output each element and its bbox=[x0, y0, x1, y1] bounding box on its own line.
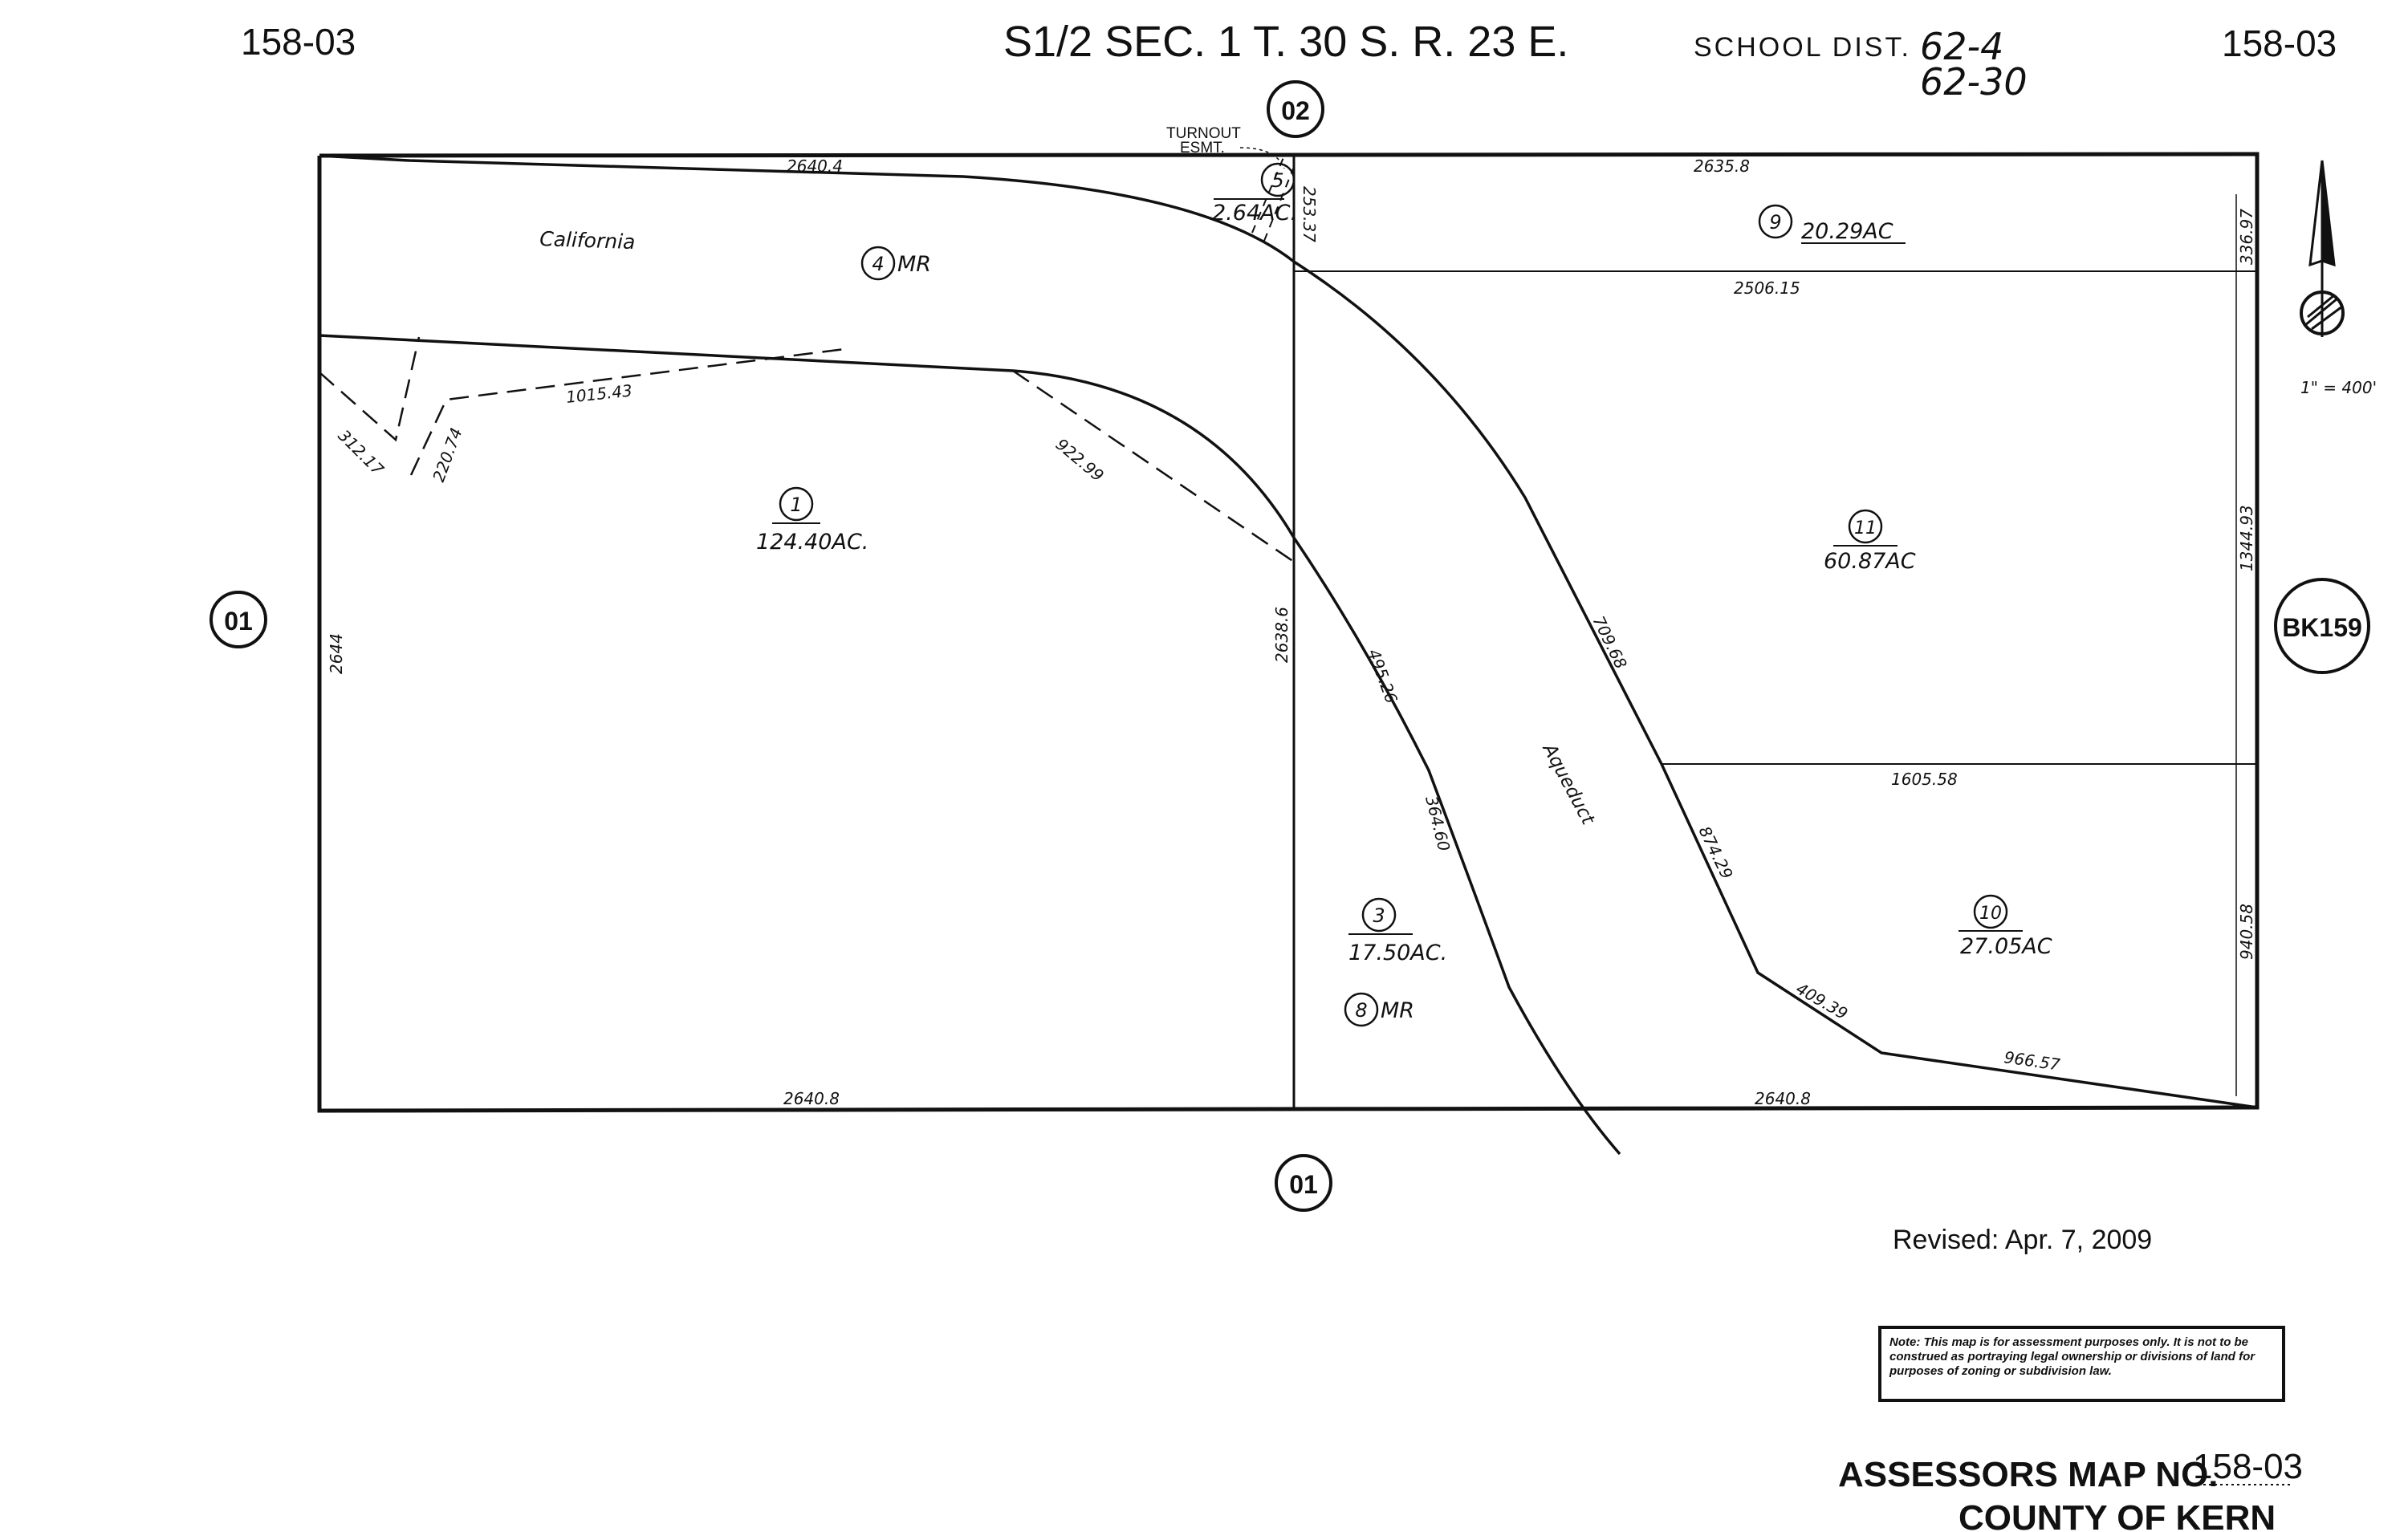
dim-p10-top: 1605.58 bbox=[1891, 770, 1958, 789]
parcel-9[interactable]: 9 20.29AC bbox=[1758, 204, 1906, 244]
dim-p9-bottom: 2506.15 bbox=[1734, 278, 1800, 298]
section-title: S1/2 SEC. 1 T. 30 S. R. 23 E. bbox=[1003, 18, 1568, 66]
dim-1015: 1015.43 bbox=[565, 380, 633, 407]
parcel-8[interactable]: 8 MR bbox=[1344, 992, 1414, 1027]
parcel-3-acres: 17.50AC. bbox=[1348, 941, 1447, 965]
county-name: COUNTY OF KERN bbox=[1959, 1498, 2276, 1532]
parcel-11-number: 11 bbox=[1854, 518, 1877, 538]
parcel-11[interactable]: 11 60.87AC bbox=[1824, 509, 1916, 574]
easement-label-1: TURNOUT bbox=[1166, 125, 1241, 142]
parcel-10[interactable]: 10 27.05AC bbox=[1959, 894, 2052, 959]
easement-lines bbox=[319, 155, 1295, 563]
parcel-9-acres: 20.29AC bbox=[1801, 219, 1893, 244]
california-label: California bbox=[539, 227, 636, 254]
parcel-1-acres: 124.40AC. bbox=[756, 530, 868, 555]
school-district-label: SCHOOL DIST. bbox=[1694, 32, 1911, 63]
parcel-9-number: 9 bbox=[1769, 211, 1781, 234]
parcel-5-number: 5 bbox=[1271, 169, 1283, 192]
parcel-5[interactable]: 5 2.64AC. bbox=[1212, 162, 1297, 226]
revised-date: Revised: Apr. 7, 2009 bbox=[1893, 1225, 2152, 1255]
map-number-right: 158-03 bbox=[2222, 22, 2337, 64]
parcel-8-number: 8 bbox=[1355, 999, 1367, 1022]
dim-495: 495.26 bbox=[1364, 647, 1401, 706]
adjacent-map-bottom-label: 01 bbox=[1289, 1170, 1318, 1199]
map-scale: 1" = 400' bbox=[2300, 378, 2377, 397]
dim-922: 922.99 bbox=[1052, 434, 1108, 485]
disclaimer-text: Note: This map is for assessment purpose… bbox=[1889, 1335, 2255, 1378]
assessors-map-number: 158-03 bbox=[2193, 1447, 2303, 1486]
disclaimer-note: Note: This map is for assessment purpose… bbox=[1878, 1326, 2285, 1402]
parcel-11-acres: 60.87AC bbox=[1824, 549, 1916, 574]
adjacent-map-top[interactable]: 02 bbox=[1267, 80, 1324, 138]
parcel-5-acres: 2.64AC. bbox=[1212, 201, 1297, 226]
adjacent-map-right[interactable]: BK159 bbox=[2274, 578, 2370, 674]
dim-right-top: 336.97 bbox=[2237, 209, 2256, 265]
parcel-8-tag: MR bbox=[1381, 998, 1414, 1023]
assessors-map-label: ASSESSORS MAP NO. bbox=[1838, 1455, 2219, 1494]
dim-center-line: 2638.6 bbox=[1272, 607, 1291, 663]
parcel-1-number: 1 bbox=[790, 494, 802, 516]
dim-966: 966.57 bbox=[2003, 1047, 2061, 1075]
easement-label-2: ESMT. bbox=[1180, 140, 1225, 156]
dim-312: 312.17 bbox=[334, 426, 388, 480]
dimension-labels: 2640.4 2635.8 2640.8 2640.8 2644 2638.6 … bbox=[327, 156, 2256, 1108]
adjacent-map-right-label: BK159 bbox=[2282, 613, 2362, 642]
school-district-2: 62-30 bbox=[1920, 60, 2028, 104]
dim-left-side: 2644 bbox=[327, 633, 346, 674]
dim-bottom-left: 2640.8 bbox=[783, 1089, 840, 1108]
easement-leader bbox=[1239, 147, 1285, 169]
dim-right-bottom: 940.58 bbox=[2237, 904, 2256, 960]
north-arrow-icon bbox=[2300, 160, 2345, 337]
parcel-4[interactable]: 4 MR bbox=[860, 246, 931, 281]
dim-bottom-right: 2640.8 bbox=[1755, 1089, 1811, 1108]
adjacent-map-top-label: 02 bbox=[1281, 96, 1310, 125]
parcel-1[interactable]: 1 124.40AC. bbox=[756, 486, 868, 555]
parcel-3[interactable]: 3 17.50AC. bbox=[1348, 897, 1447, 965]
parcel-4-number: 4 bbox=[872, 253, 884, 275]
parcel-10-number: 10 bbox=[1979, 904, 2002, 924]
dim-right-mid: 1344.93 bbox=[2237, 505, 2256, 571]
map-number-left: 158-03 bbox=[241, 21, 356, 63]
parcel-3-number: 3 bbox=[1373, 904, 1385, 927]
parcel-4-tag: MR bbox=[897, 252, 931, 277]
adjacent-map-bottom[interactable]: 01 bbox=[1275, 1154, 1332, 1212]
dim-top-left: 2640.4 bbox=[787, 156, 843, 176]
aqueduct-label: Aqueduct bbox=[1538, 739, 1599, 829]
adjacent-map-left[interactable]: 01 bbox=[209, 591, 267, 648]
california-right-of-way bbox=[319, 154, 2258, 1156]
adjacent-map-left-label: 01 bbox=[224, 607, 253, 636]
dim-709: 709.68 bbox=[1589, 613, 1631, 672]
dim-p5-side: 253.37 bbox=[1300, 186, 1319, 242]
parcel-10-acres: 27.05AC bbox=[1960, 934, 2052, 959]
dim-top-right: 2635.8 bbox=[1694, 156, 1750, 176]
dim-220: 220.74 bbox=[429, 425, 466, 485]
school-district-1: 62-4 bbox=[1920, 25, 2003, 68]
